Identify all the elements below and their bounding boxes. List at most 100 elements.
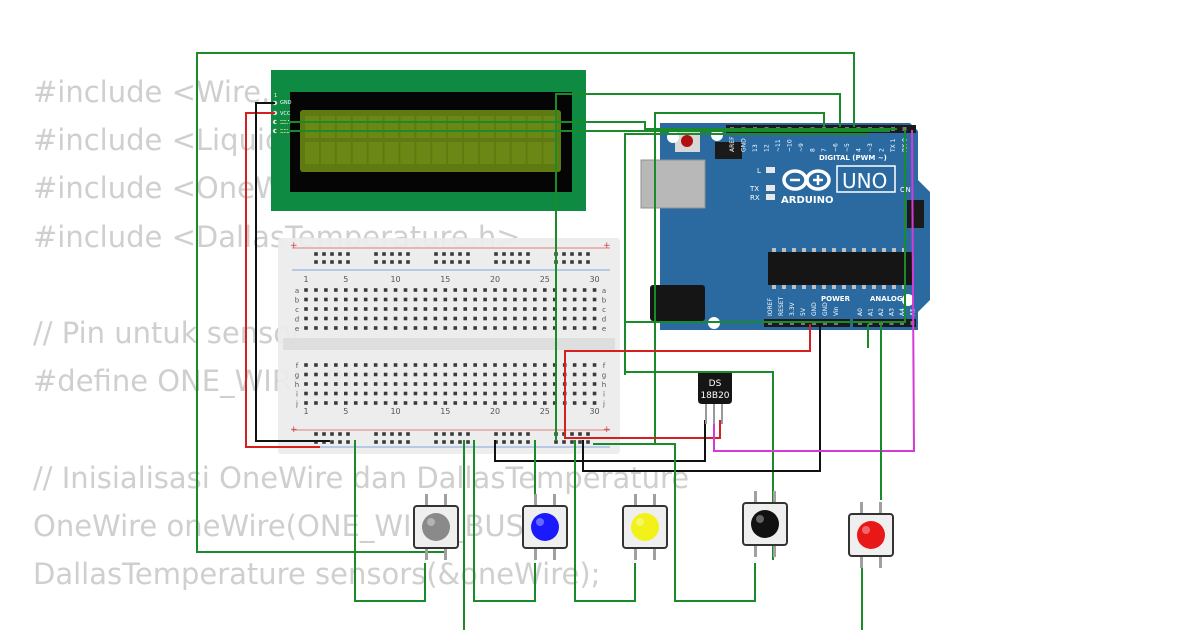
wire-lcd-gnd[interactable]: [255, 102, 330, 442]
bb-hole: [353, 316, 358, 321]
chip-leg: [882, 285, 886, 289]
wire-sensor-data[interactable]: [624, 133, 868, 375]
lcd-cell: [384, 116, 399, 138]
bb-hole: [523, 363, 527, 367]
bb-row-label: g: [295, 372, 299, 380]
push-button-red[interactable]: [848, 502, 894, 568]
wire-gray-button[interactable]: [354, 440, 426, 602]
lcd-cell: [495, 142, 510, 164]
bb-hole: [562, 288, 567, 292]
wire-button-blue-pin[interactable]: [654, 112, 825, 445]
wire-gnd-sensor[interactable]: [494, 420, 706, 462]
bb-hole: [552, 363, 557, 367]
arduino-uno[interactable]: L TX RX ON UNO ARDUINO DIGITAL (PWM ~) P…: [640, 123, 930, 330]
lcd-display[interactable]: 1 GND VCC SDA SCL: [271, 70, 586, 211]
bb-hole: [433, 382, 438, 386]
button-cap[interactable]: [531, 513, 559, 541]
bb-row-label: h: [295, 381, 299, 389]
wire-lcd-sda[interactable]: [275, 121, 897, 130]
button-cap[interactable]: [422, 513, 450, 541]
button-cap[interactable]: [751, 510, 779, 538]
bb-hole: [363, 316, 368, 321]
bb-hole: [523, 372, 527, 377]
wire-analog-loop[interactable]: [625, 130, 906, 323]
push-button-blue[interactable]: [522, 494, 568, 560]
bb-hole: [453, 382, 458, 386]
bb-hole: [503, 288, 507, 292]
bb-hole: [344, 363, 348, 367]
bb-column-label: 25: [540, 407, 550, 416]
bb-hole: [398, 432, 402, 436]
bb-hole: [373, 372, 378, 377]
bb-hole: [473, 288, 477, 292]
bb-hole: [442, 440, 446, 444]
bb-hole: [353, 288, 358, 292]
lcd-cell: [400, 142, 415, 164]
wire-yellow-button[interactable]: [574, 440, 636, 602]
bb-row-label: b: [295, 297, 300, 305]
wire-lcd-vcc[interactable]: [245, 112, 320, 448]
wire-5v[interactable]: [564, 324, 811, 439]
lcd-cell: [511, 142, 526, 164]
bb-hole: [483, 401, 487, 405]
bb-hole: [314, 432, 318, 436]
bb-hole: [458, 252, 462, 256]
bb-hole: [526, 432, 530, 436]
bb-hole: [383, 391, 388, 396]
lcd-cell: [320, 142, 335, 164]
bb-hole: [330, 252, 334, 256]
bb-row-label: h: [602, 381, 606, 389]
bb-hole: [582, 401, 587, 405]
bb-hole: [383, 372, 388, 377]
lcd-cell: [368, 142, 383, 164]
bb-hole: [570, 432, 574, 436]
bb-hole: [314, 326, 318, 330]
bb-hole: [572, 326, 577, 330]
bb-hole: [552, 316, 557, 321]
chip-leg: [812, 248, 816, 252]
push-button-yellow[interactable]: [622, 494, 668, 560]
bb-hole: [523, 326, 527, 330]
button-cap[interactable]: [857, 521, 885, 549]
wire-magenta[interactable]: [713, 129, 916, 452]
power-pin-label: RESET: [778, 296, 785, 316]
bb-hole: [572, 316, 577, 321]
bb-hole: [382, 432, 386, 436]
bb-hole: [443, 297, 448, 302]
bb-hole: [562, 297, 567, 302]
chip-leg: [772, 285, 776, 289]
bb-hole: [304, 363, 308, 367]
bb-hole: [338, 440, 342, 444]
bb-hole: [304, 401, 308, 405]
wire-blue-button[interactable]: [473, 440, 536, 602]
bb-hole: [398, 252, 402, 256]
reset-button[interactable]: [681, 135, 693, 147]
lcd-cell: [352, 142, 367, 164]
digital-pin[interactable]: [902, 127, 907, 131]
push-button-gray[interactable]: [413, 494, 459, 560]
bb-hole: [393, 401, 398, 405]
wire-black-button[interactable]: [593, 443, 756, 602]
bb-hole: [570, 260, 574, 264]
bb-hole: [443, 363, 448, 367]
bb-hole: [586, 440, 590, 444]
bb-hole: [502, 440, 506, 444]
chip-leg: [892, 285, 896, 289]
ds18b20-sensor[interactable]: DS 18B20: [698, 373, 732, 424]
bb-hole: [363, 401, 368, 405]
bb-hole: [586, 260, 590, 264]
bb-hole: [483, 297, 487, 302]
bb-hole: [330, 432, 334, 436]
bb-hole: [353, 297, 358, 302]
wire-gnd[interactable]: [582, 324, 821, 472]
digital-pin-label: ~9: [798, 143, 805, 152]
digital-pin-label: ~10: [787, 139, 794, 152]
led-rx: [766, 194, 775, 200]
bb-hole: [503, 297, 507, 302]
push-button-black[interactable]: [742, 491, 788, 557]
wire-button-yellow-pin[interactable]: [555, 93, 841, 440]
lcd-cell: [384, 142, 399, 164]
button-cap[interactable]: [631, 513, 659, 541]
bb-hole: [562, 316, 567, 321]
